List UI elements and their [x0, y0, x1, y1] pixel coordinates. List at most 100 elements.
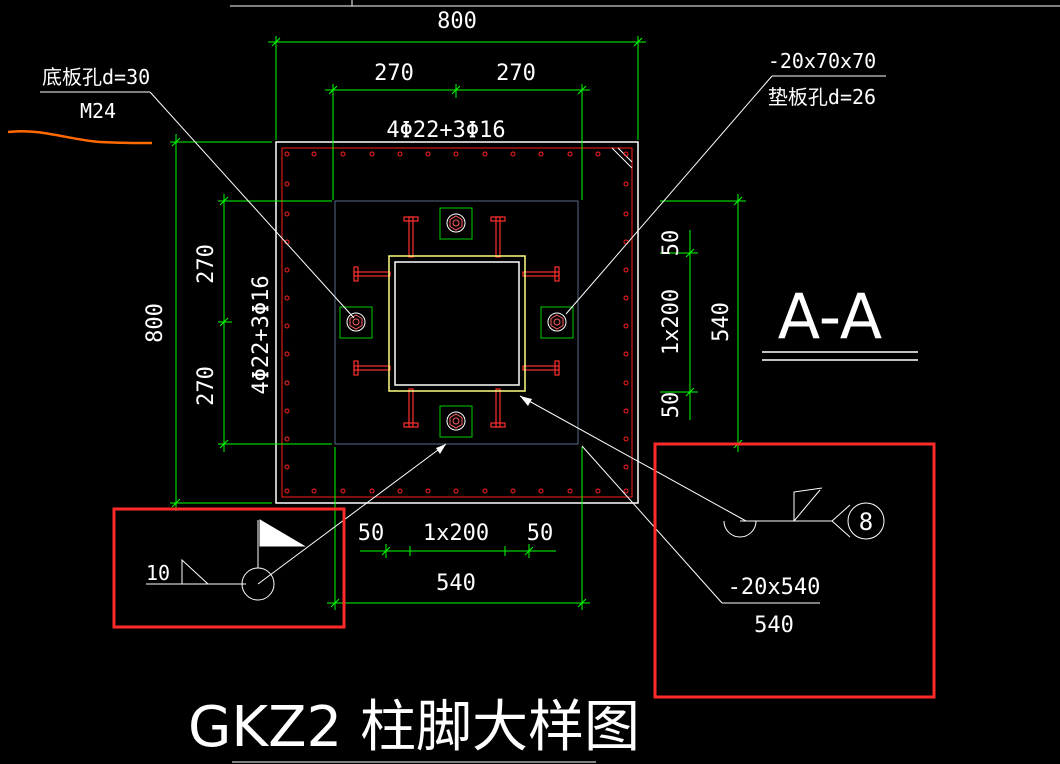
- orange-stroke: [7, 130, 153, 145]
- weld-symbol-left: [146, 519, 306, 601]
- flag-icon: [259, 519, 306, 547]
- rebar-dot: [482, 488, 488, 494]
- dim-right-middle: 1x200: [659, 289, 684, 355]
- dim-bottom-middle: 1x200: [423, 521, 489, 546]
- dim-top-left: 270: [374, 61, 414, 86]
- stiffener-bottom-right: [495, 388, 501, 428]
- anchor-bolts: [339, 207, 574, 438]
- weld-right-number: 8: [859, 508, 873, 536]
- rebar-dot: [623, 351, 629, 357]
- stiffener-right-bottom-cap: [554, 360, 560, 376]
- callout-base-hole: 底板孔d=30: [42, 65, 150, 89]
- rebar-dot: [623, 151, 629, 157]
- rebar-dot: [284, 436, 290, 442]
- column-outer: [388, 255, 526, 392]
- rebar-dot: [453, 151, 459, 157]
- rebar-dot: [284, 464, 290, 470]
- dim-bottom-right-edge: 50: [527, 521, 554, 546]
- rebar-dot: [510, 151, 516, 157]
- rebar-dot: [482, 151, 488, 157]
- rebar-dot: [623, 323, 629, 329]
- rebar-dot: [311, 488, 317, 494]
- rebar-dot: [595, 488, 601, 494]
- callout-washer: -20x70x70: [768, 49, 876, 73]
- rebar-dot: [623, 211, 629, 217]
- dimension-texts: 800 270 270 800 270 270 540 50 1x200 50 …: [143, 9, 734, 596]
- arrow-left-weld: [436, 444, 446, 454]
- stiffener-left-top-cap: [353, 266, 359, 282]
- rebar-dot: [284, 267, 290, 273]
- stiffener-top-left: [408, 216, 414, 258]
- rebar-side-label: 4Φ22+3Φ16: [249, 275, 274, 394]
- stiffener-left-bottom: [353, 365, 391, 371]
- stiffener-right-top: [522, 271, 560, 277]
- callout-bolt-size: M24: [80, 99, 116, 123]
- inner-plate: [334, 200, 579, 445]
- rebar-dot: [340, 151, 346, 157]
- corner-chamfer: [611, 147, 633, 169]
- stiffeners: [353, 216, 560, 428]
- rebar-dot: [284, 488, 290, 494]
- callout-plate-size: -20x540: [728, 575, 821, 600]
- highlight-box-right: [653, 442, 936, 699]
- rebar-dot: [425, 488, 431, 494]
- weld-left-size: 10: [146, 561, 170, 585]
- arrow-right-weld: [520, 396, 532, 406]
- rebar-dot: [623, 436, 629, 442]
- column-inner: [394, 261, 520, 386]
- rebar-dot: [567, 151, 573, 157]
- anchor-bolt-left: [339, 306, 373, 339]
- stiffener-bottom-right-cap: [490, 422, 506, 428]
- rebar-dot: [425, 151, 431, 157]
- rebar-dot: [623, 181, 629, 187]
- rebar-dot: [623, 380, 629, 386]
- rebar-dot: [397, 151, 403, 157]
- dim-left-upper: 270: [194, 244, 219, 284]
- section-label: A-A: [778, 280, 882, 353]
- dim-top-total: 800: [437, 9, 477, 34]
- weld-symbol-right: [723, 487, 885, 540]
- dim-bottom-left-edge: 50: [358, 521, 385, 546]
- callout-plate-length: 540: [754, 613, 794, 638]
- rebar-dot: [369, 488, 375, 494]
- stiffener-bottom-left-cap: [403, 422, 419, 428]
- rebar-dot: [595, 151, 601, 157]
- rebar-dot: [623, 408, 629, 414]
- corner-chamfer-2: [617, 147, 633, 163]
- stiffener-bottom-left: [408, 388, 414, 428]
- rebar-dot: [284, 181, 290, 187]
- anchor-bolt-bottom: [439, 405, 473, 438]
- dim-top-right: 270: [496, 61, 536, 86]
- rebar-dot: [284, 351, 290, 357]
- rebar-dot: [567, 488, 573, 494]
- rebar-dot: [453, 488, 459, 494]
- rebar-dot: [397, 488, 403, 494]
- rebar-dot: [623, 267, 629, 273]
- rebar-ring: [281, 147, 633, 498]
- stiffener-right-bottom: [522, 365, 560, 371]
- rebar-dot: [623, 295, 629, 301]
- rebar-dot: [623, 488, 629, 494]
- rebar-dot: [284, 380, 290, 386]
- dim-bottom-total: 540: [436, 571, 476, 596]
- rebar-dot: [284, 323, 290, 329]
- rebar-dot: [538, 151, 544, 157]
- dim-left-total: 800: [143, 303, 168, 343]
- anchor-bolt-right: [540, 306, 574, 339]
- highlight-box-left: [112, 507, 346, 629]
- stiffener-top-right-cap: [490, 216, 506, 222]
- rebar-dot: [284, 295, 290, 301]
- anchor-bolt-top: [439, 207, 473, 240]
- rebar-dot: [284, 408, 290, 414]
- rebar-dot: [369, 151, 375, 157]
- dim-left-lower: 270: [194, 366, 219, 406]
- dim-right-top-edge: 50: [659, 230, 684, 257]
- stiffener-left-bottom-cap: [353, 360, 359, 376]
- rebar-dot: [284, 151, 290, 157]
- stiffener-right-top-cap: [554, 266, 560, 282]
- rebar-dot: [340, 488, 346, 494]
- base-plate-outer: [275, 141, 639, 504]
- rebar-dots: [284, 151, 629, 494]
- rebar-dot: [311, 151, 317, 157]
